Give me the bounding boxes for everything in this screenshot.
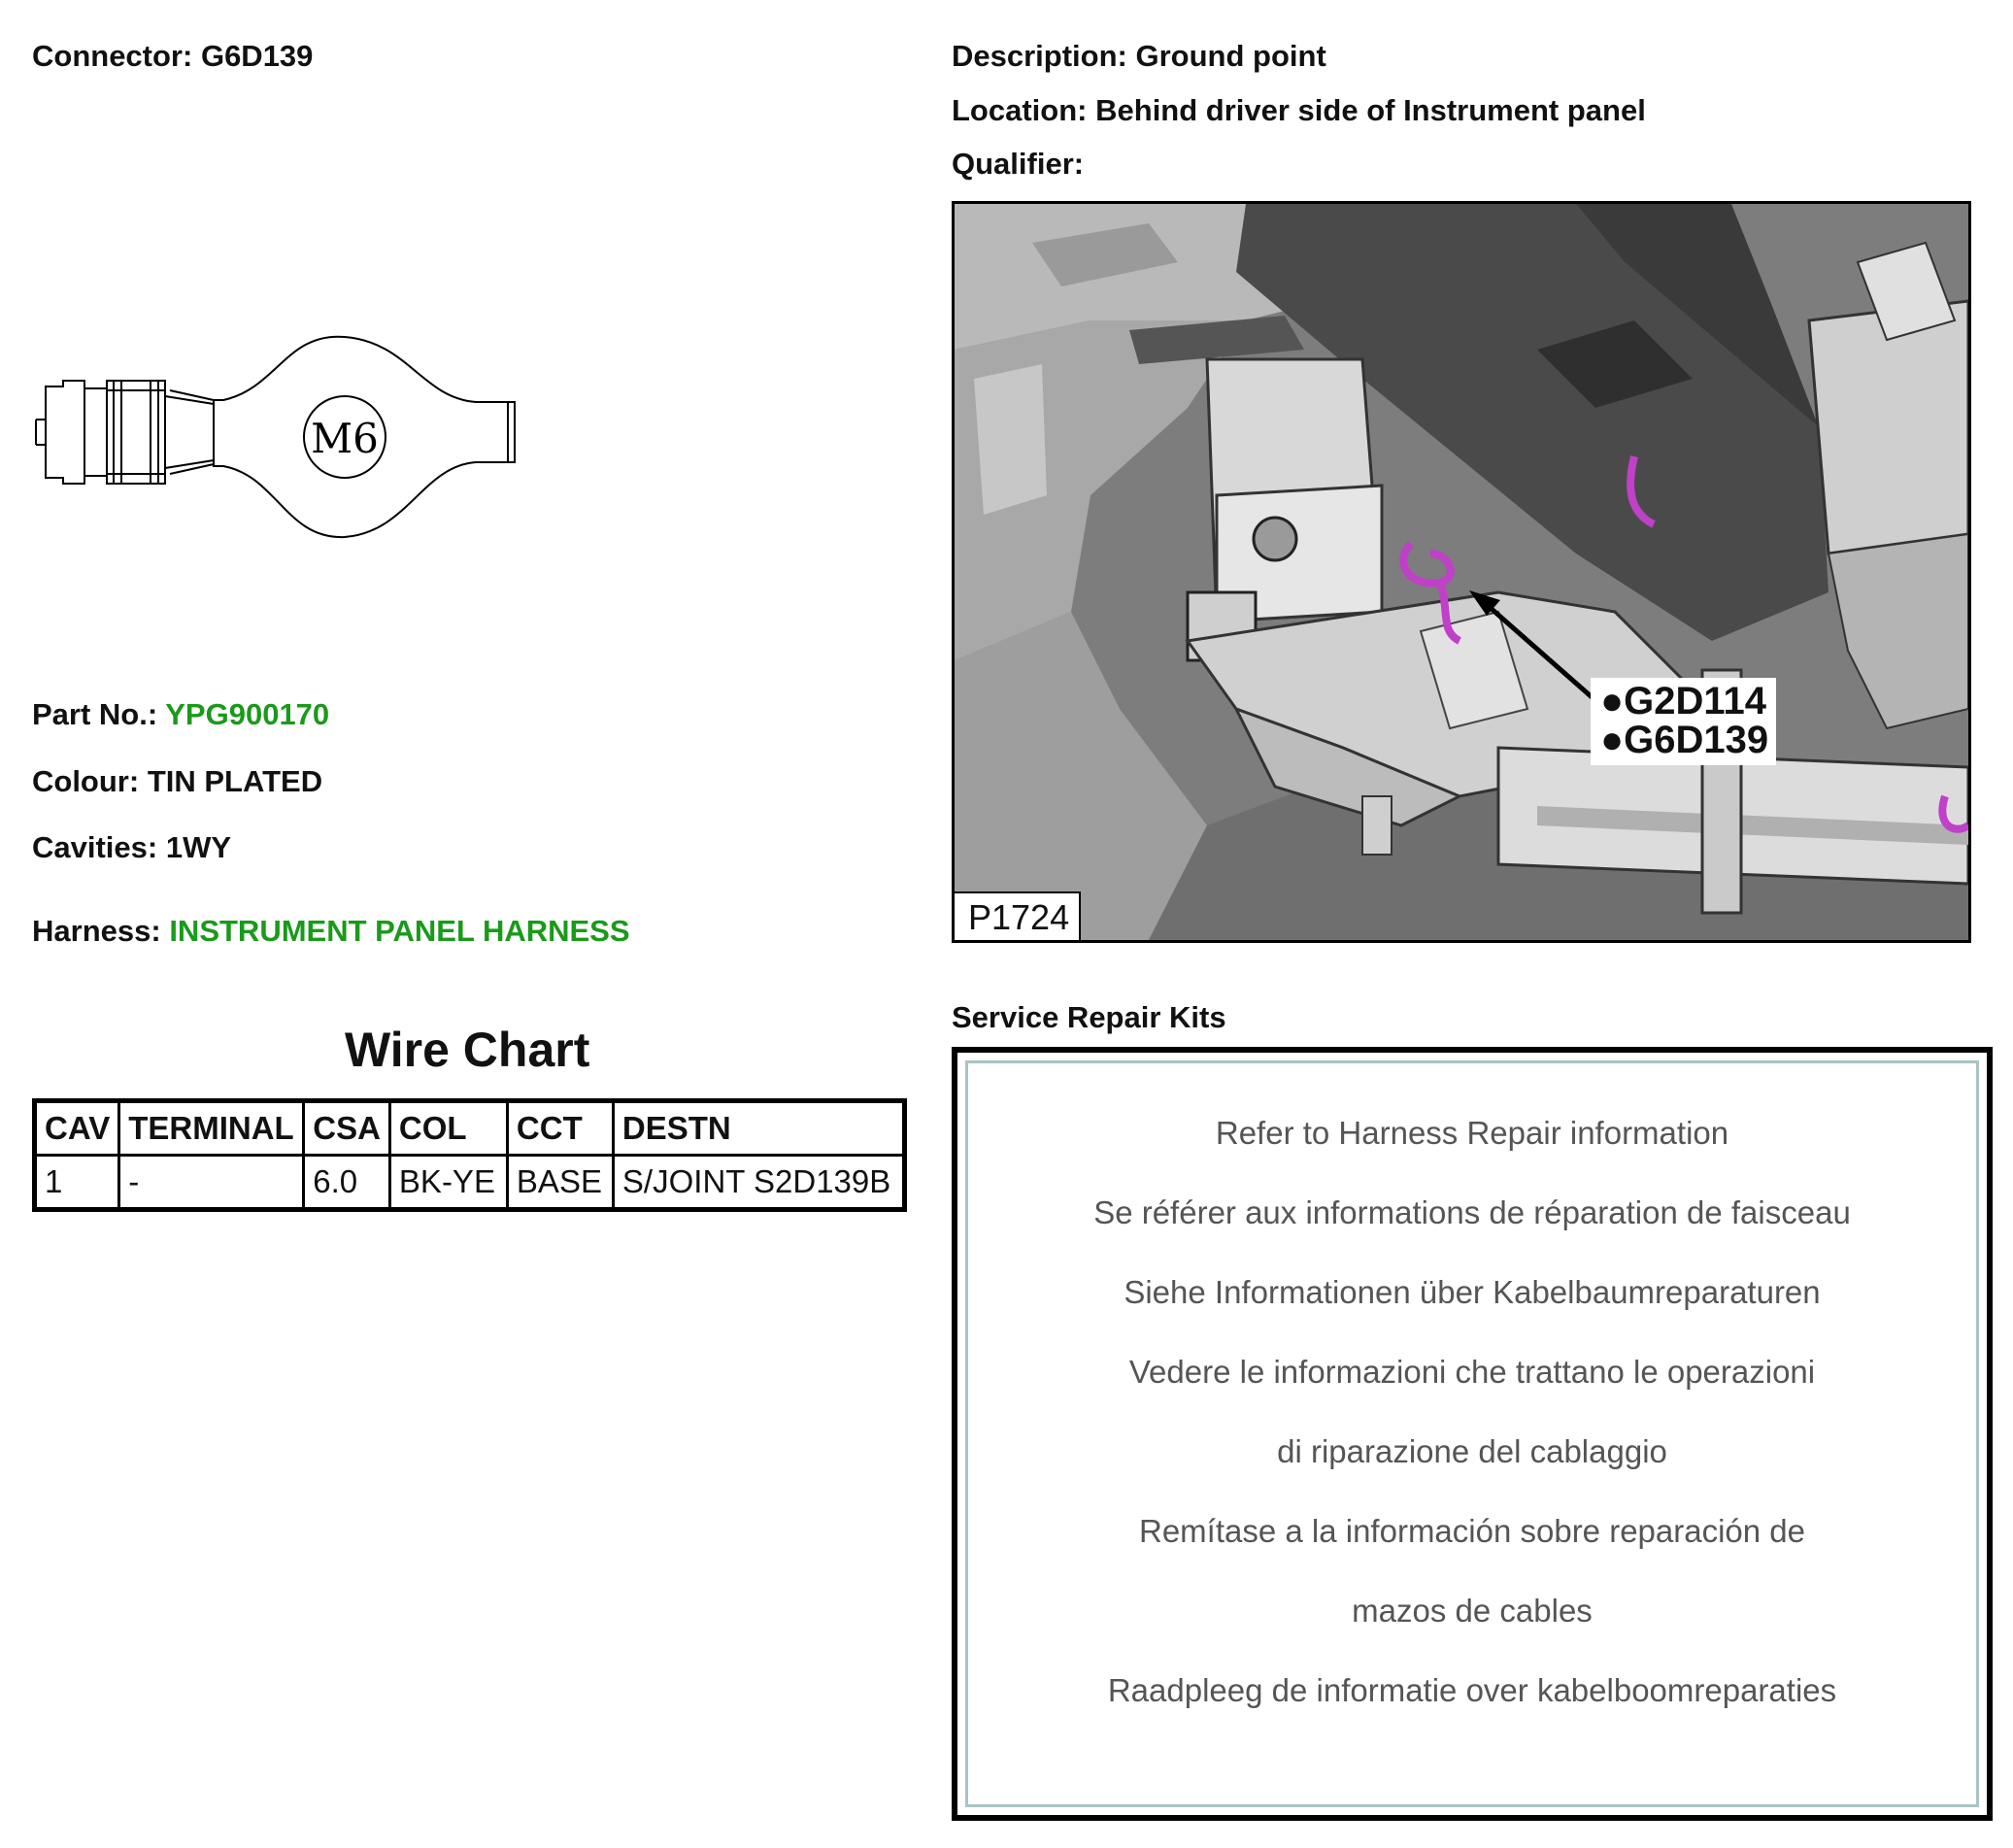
ring-terminal-drawing: M6 <box>35 335 516 539</box>
callout-g6d139: ●G6D139 <box>1600 719 1769 761</box>
location-label: Location: <box>952 93 1088 127</box>
location-image: ●G2D114 ●G6D139 P1724 <box>952 201 1971 943</box>
header-csa: CSA <box>302 1099 391 1157</box>
header-terminal: TERMINAL <box>117 1099 306 1157</box>
repair-info-en: Refer to Harness Repair information <box>1215 1115 1729 1151</box>
service-repair-kits-box: Refer to Harness Repair information Se r… <box>952 1047 1993 1821</box>
cavities-field: Cavities: 1WY <box>32 830 231 865</box>
connector-field: Connector: G6D139 <box>32 39 313 74</box>
connector-value: G6D139 <box>200 39 314 73</box>
harness-label: Harness: <box>32 914 161 948</box>
header-destn: DESTN <box>611 1099 906 1157</box>
cell-csa: 6.0 <box>302 1154 391 1211</box>
description-field: Description: Ground point <box>952 39 1326 74</box>
image-id: P1724 <box>955 891 1082 940</box>
cavities-label: Cavities: <box>32 830 158 864</box>
cavities-value: 1WY <box>165 830 232 864</box>
repair-info-de: Siehe Informationen über Kabelbaumrepara… <box>1124 1274 1821 1310</box>
qualifier-field: Qualifier: <box>952 147 1084 182</box>
harness-field: Harness: INSTRUMENT PANEL HARNESS <box>32 914 630 949</box>
table-row: 1 - 6.0 BK-YE BASE S/JOINT S2D139B <box>32 1154 906 1211</box>
callout-labels: ●G2D114 ●G6D139 <box>1591 678 1777 765</box>
part-no-link[interactable]: YPG900170 <box>165 697 330 731</box>
repair-info-es-1: Remítase a la información sobre reparaci… <box>1138 1513 1806 1549</box>
colour-value: TIN PLATED <box>147 764 323 798</box>
table-header-row: CAV TERMINAL CSA COL CCT DESTN <box>32 1099 906 1157</box>
repair-info-fr: Se référer aux informations de réparatio… <box>1093 1194 1851 1230</box>
location-field: Location: Behind driver side of Instrume… <box>952 93 1646 128</box>
cell-cav: 1 <box>32 1154 121 1211</box>
cell-cct: BASE <box>505 1154 615 1211</box>
instrument-panel-illustration <box>955 204 1968 940</box>
repair-info-es-2: mazos de cables <box>1352 1593 1593 1629</box>
service-repair-kits-inner: Refer to Harness Repair information Se r… <box>965 1060 1979 1807</box>
wire-chart-title: Wire Chart <box>345 1023 590 1077</box>
colour-label: Colour: <box>32 764 140 798</box>
cell-terminal: - <box>117 1154 306 1211</box>
colour-field: Colour: TIN PLATED <box>32 764 322 799</box>
location-value: Behind driver side of Instrument panel <box>1095 93 1646 127</box>
cell-destn: S/JOINT S2D139B <box>611 1154 906 1211</box>
harness-link[interactable]: INSTRUMENT PANEL HARNESS <box>169 914 630 948</box>
part-no-field: Part No.: YPG900170 <box>32 697 329 732</box>
header-cct: CCT <box>505 1099 615 1157</box>
header-cav: CAV <box>32 1099 121 1157</box>
description-value: Ground point <box>1135 39 1326 73</box>
connector-label: Connector: <box>32 39 193 73</box>
part-no-label: Part No.: <box>32 697 158 731</box>
stud-size-label: M6 <box>311 415 379 462</box>
service-repair-kits-title: Service Repair Kits <box>952 1000 1226 1034</box>
description-label: Description: <box>952 39 1127 73</box>
repair-info-nl: Raadpleeg de informatie over kabelboomre… <box>1107 1672 1837 1708</box>
repair-info-it-1: Vedere le informazioni che trattano le o… <box>1128 1354 1816 1390</box>
repair-info-it-2: di riparazione del cablaggio <box>1277 1433 1667 1469</box>
header-col: COL <box>387 1099 509 1157</box>
callout-g2d114: ●G2D114 <box>1600 680 1766 722</box>
wire-chart-table: CAV TERMINAL CSA COL CCT DESTN 1 - 6.0 B… <box>32 1098 907 1212</box>
cell-col: BK-YE <box>387 1154 509 1211</box>
qualifier-label: Qualifier: <box>952 147 1085 181</box>
